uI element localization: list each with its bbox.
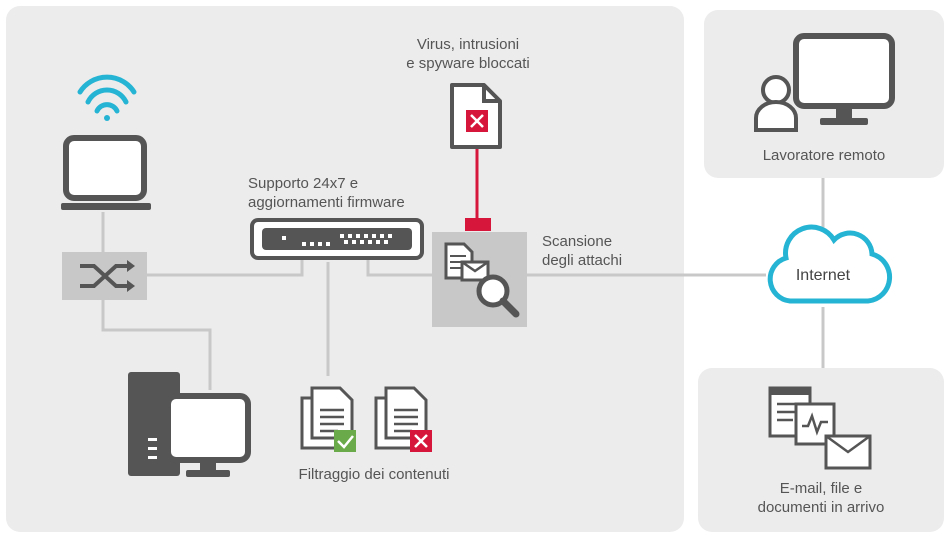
approved-document-icon (300, 386, 356, 452)
threat-link (465, 148, 491, 231)
infected-document-icon (450, 83, 502, 149)
firewall-appliance-icon (250, 218, 424, 260)
inbound-label: E-mail, file e documenti in arrivo (757, 480, 885, 516)
network-switch-icon (62, 252, 147, 300)
wifi-icon (77, 74, 137, 121)
inbound-files-icon (768, 386, 872, 470)
internet-cloud-icon (767, 224, 893, 304)
connector-switch-to-firewall (147, 258, 304, 277)
connectors (101, 178, 825, 390)
remote-worker-label: Lavoratore remoto (762, 147, 886, 164)
blocked-document-icon (374, 386, 432, 452)
connector-switch-to-pc (101, 300, 212, 390)
desktop-pc-icon (128, 372, 251, 477)
support-label: Supporto 24x7 e aggiornamenti firmware (248, 175, 405, 211)
inbound-content-panel (698, 368, 944, 532)
connector-firewall-to-scanner (366, 260, 432, 277)
threats-blocked-label: Virus, intrusioni e spyware bloccati (406, 36, 530, 72)
attachment-scan-icon (432, 232, 527, 327)
remote-worker-icon (754, 33, 895, 132)
laptop-icon (61, 135, 151, 210)
internet-label: Internet (795, 267, 851, 284)
content-filtering-label: Filtraggio dei contenuti (298, 466, 450, 483)
attachment-scan-label: Scansione degli attachi (542, 233, 623, 269)
